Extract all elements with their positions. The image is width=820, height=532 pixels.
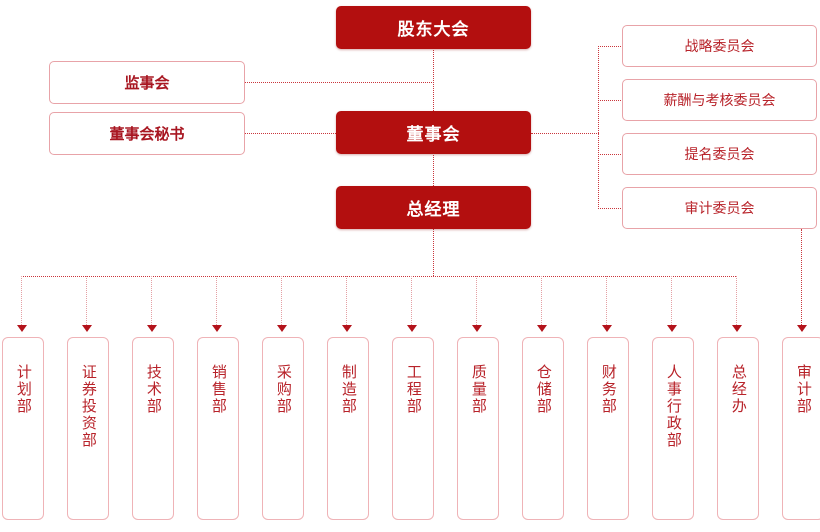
node-board-secretary-label: 董事会秘书 [109, 125, 185, 143]
dept-label-5: 制造部 [339, 364, 358, 415]
dept-box-8[interactable]: 仓储部 [522, 337, 564, 520]
connector-board-to-committee-bus [531, 133, 599, 134]
drop-line-dept-8 [541, 276, 542, 325]
node-nomination-committee-label: 提名委员会 [684, 147, 755, 163]
node-board-of-directors[interactable]: 董事会 [336, 111, 531, 154]
dept-label-0: 计划部 [14, 364, 33, 415]
arrow-dept-5 [342, 325, 352, 332]
drop-line-dept-7 [476, 276, 477, 325]
arrow-dept-6 [407, 325, 417, 332]
dept-label-7: 质量部 [469, 364, 488, 415]
dept-box-2[interactable]: 技术部 [132, 337, 174, 520]
dept-box-6[interactable]: 工程部 [392, 337, 434, 520]
node-board-secretary[interactable]: 董事会秘书 [49, 112, 245, 155]
dept-box-9[interactable]: 财务部 [587, 337, 629, 520]
connector-to-committee-4 [598, 208, 623, 209]
dept-box-11[interactable]: 总经办 [717, 337, 759, 520]
drop-line-dept-2 [151, 276, 152, 325]
arrow-dept-0 [17, 325, 27, 332]
arrow-dept-4 [277, 325, 287, 332]
dept-box-0[interactable]: 计划部 [2, 337, 44, 520]
node-general-manager[interactable]: 总经理 [336, 186, 531, 229]
drop-line-dept-1 [86, 276, 87, 325]
arrow-dept-3 [212, 325, 222, 332]
arrow-dept-12 [797, 325, 807, 332]
dept-box-7[interactable]: 质量部 [457, 337, 499, 520]
dept-label-6: 工程部 [404, 364, 423, 415]
node-board-of-supervisors-label: 监事会 [124, 74, 170, 92]
node-nomination-committee[interactable]: 提名委员会 [622, 133, 817, 175]
node-compensation-committee[interactable]: 薪酬与考核委员会 [622, 79, 817, 121]
node-board-of-supervisors[interactable]: 监事会 [49, 61, 245, 104]
arrow-dept-9 [602, 325, 612, 332]
node-audit-committee[interactable]: 审计委员会 [622, 187, 817, 229]
node-compensation-committee-label: 薪酬与考核委员会 [663, 93, 776, 109]
arrow-dept-8 [537, 325, 547, 332]
drop-line-dept-0 [21, 276, 22, 325]
dept-box-1[interactable]: 证券投资部 [67, 337, 109, 520]
dept-box-5[interactable]: 制造部 [327, 337, 369, 520]
dept-box-10[interactable]: 人事行政部 [652, 337, 694, 520]
dept-box-3[interactable]: 销售部 [197, 337, 239, 520]
connector-secretary-to-board [245, 133, 336, 134]
node-strategy-committee-label: 战略委员会 [684, 39, 755, 55]
arrow-dept-11 [732, 325, 742, 332]
node-shareholders-meeting-label: 股东大会 [397, 20, 470, 40]
dept-label-3: 销售部 [209, 364, 228, 415]
dept-label-4: 采购部 [274, 364, 293, 415]
connector-to-committee-3 [598, 154, 623, 155]
arrow-dept-10 [667, 325, 677, 332]
dept-label-12: 审计部 [794, 364, 813, 415]
connector-to-committee-2 [598, 100, 623, 101]
drop-line-dept-5 [346, 276, 347, 325]
department-bus-line [21, 276, 736, 277]
node-strategy-committee[interactable]: 战略委员会 [622, 25, 817, 67]
drop-line-dept-10 [671, 276, 672, 325]
drop-line-dept-3 [216, 276, 217, 325]
connector-audit-committee-to-audit-dept [801, 229, 802, 331]
arrow-dept-2 [147, 325, 157, 332]
dept-label-10: 人事行政部 [664, 364, 683, 449]
arrow-dept-7 [472, 325, 482, 332]
arrow-dept-1 [82, 325, 92, 332]
connector-supervisors-to-spine [245, 82, 434, 83]
dept-label-1: 证券投资部 [79, 364, 98, 449]
dept-label-11: 总经办 [729, 364, 748, 415]
node-general-manager-label: 总经理 [406, 200, 461, 220]
dept-label-8: 仓储部 [534, 364, 553, 415]
connector-gm-to-bus [433, 229, 434, 276]
dept-label-9: 财务部 [599, 364, 618, 415]
drop-line-dept-9 [606, 276, 607, 325]
connector-shareholders-to-board [433, 48, 434, 111]
drop-line-dept-4 [281, 276, 282, 325]
node-audit-committee-label: 审计委员会 [684, 201, 755, 217]
dept-box-12[interactable]: 审计部 [782, 337, 820, 520]
node-board-of-directors-label: 董事会 [406, 125, 461, 145]
connector-committee-riser [598, 46, 599, 209]
dept-label-2: 技术部 [144, 364, 163, 415]
dept-box-4[interactable]: 采购部 [262, 337, 304, 520]
connector-to-committee-1 [598, 46, 623, 47]
drop-line-dept-11 [736, 276, 737, 325]
connector-board-to-gm [433, 153, 434, 186]
drop-line-dept-6 [411, 276, 412, 325]
node-shareholders-meeting[interactable]: 股东大会 [336, 6, 531, 49]
